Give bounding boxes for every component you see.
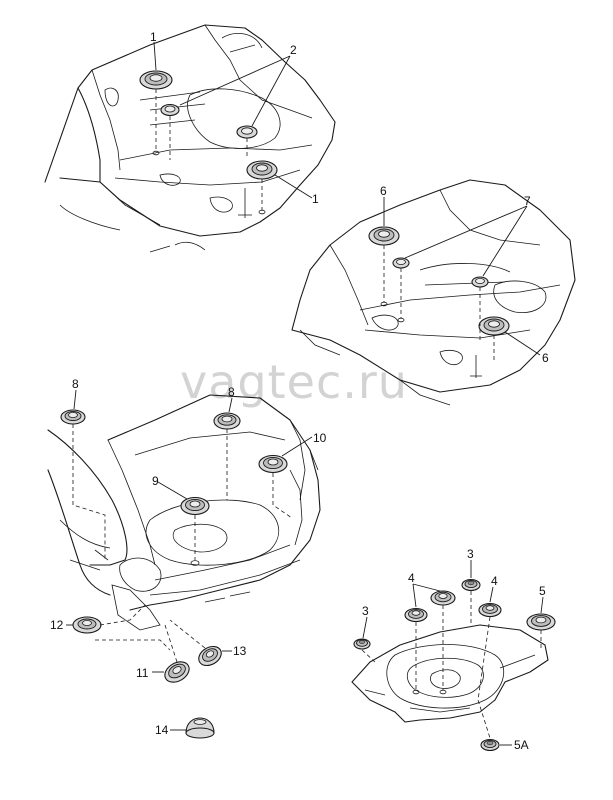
plug-2-left bbox=[160, 103, 180, 117]
floor-pan-view-1 bbox=[44, 24, 336, 253]
plug-3-lower bbox=[353, 638, 371, 650]
plug-8-left bbox=[60, 409, 86, 425]
rear-body-view bbox=[47, 394, 321, 631]
callout-8-left: 8 bbox=[72, 377, 79, 391]
callout-13: 13 bbox=[233, 644, 247, 658]
callout-4-left: 4 bbox=[408, 571, 415, 585]
callout-1-lower: 1 bbox=[312, 192, 319, 206]
plug-6-lower bbox=[478, 316, 510, 336]
callout-7: 7 bbox=[524, 194, 531, 208]
plug-9 bbox=[180, 496, 210, 516]
plug-12 bbox=[72, 616, 102, 634]
plug-7-right bbox=[471, 276, 489, 288]
callout-3-upper: 3 bbox=[467, 547, 474, 561]
callout-5: 5 bbox=[539, 584, 546, 598]
callout-8-right: 8 bbox=[228, 385, 235, 399]
plug-14 bbox=[185, 717, 215, 739]
callout-6-upper: 6 bbox=[380, 184, 387, 198]
plug-1-lower bbox=[246, 160, 278, 180]
callout-12: 12 bbox=[50, 618, 64, 632]
plug-6-upper bbox=[368, 226, 400, 246]
callout-1-upper: 1 bbox=[150, 30, 157, 44]
plug-3-upper bbox=[461, 578, 481, 592]
plug-10 bbox=[258, 454, 288, 474]
callout-10: 10 bbox=[313, 431, 327, 445]
plug-4-right bbox=[478, 602, 502, 618]
plug-4-upper bbox=[430, 590, 456, 606]
callout-9: 9 bbox=[152, 474, 159, 488]
plug-11 bbox=[164, 661, 190, 683]
callout-3-lower: 3 bbox=[362, 604, 369, 618]
plug-5 bbox=[526, 613, 556, 631]
spare-wheel-well-view bbox=[351, 624, 549, 723]
callout-14: 14 bbox=[155, 723, 169, 737]
plug-5a bbox=[480, 738, 500, 752]
callout-4-right: 4 bbox=[491, 574, 498, 588]
callout-6-lower: 6 bbox=[542, 351, 549, 365]
callout-5a: 5A bbox=[514, 738, 529, 752]
plug-2-right bbox=[236, 125, 258, 139]
callout-11: 11 bbox=[136, 666, 149, 680]
plug-13 bbox=[198, 645, 222, 667]
callout-2: 2 bbox=[290, 43, 297, 57]
plug-1-upper bbox=[139, 70, 173, 90]
floor-pan-view-2 bbox=[291, 179, 576, 406]
plug-7-left bbox=[392, 257, 410, 269]
plug-8-right bbox=[213, 412, 241, 430]
plug-4-left bbox=[404, 607, 428, 623]
watermark: vagtec.ru bbox=[180, 355, 408, 409]
